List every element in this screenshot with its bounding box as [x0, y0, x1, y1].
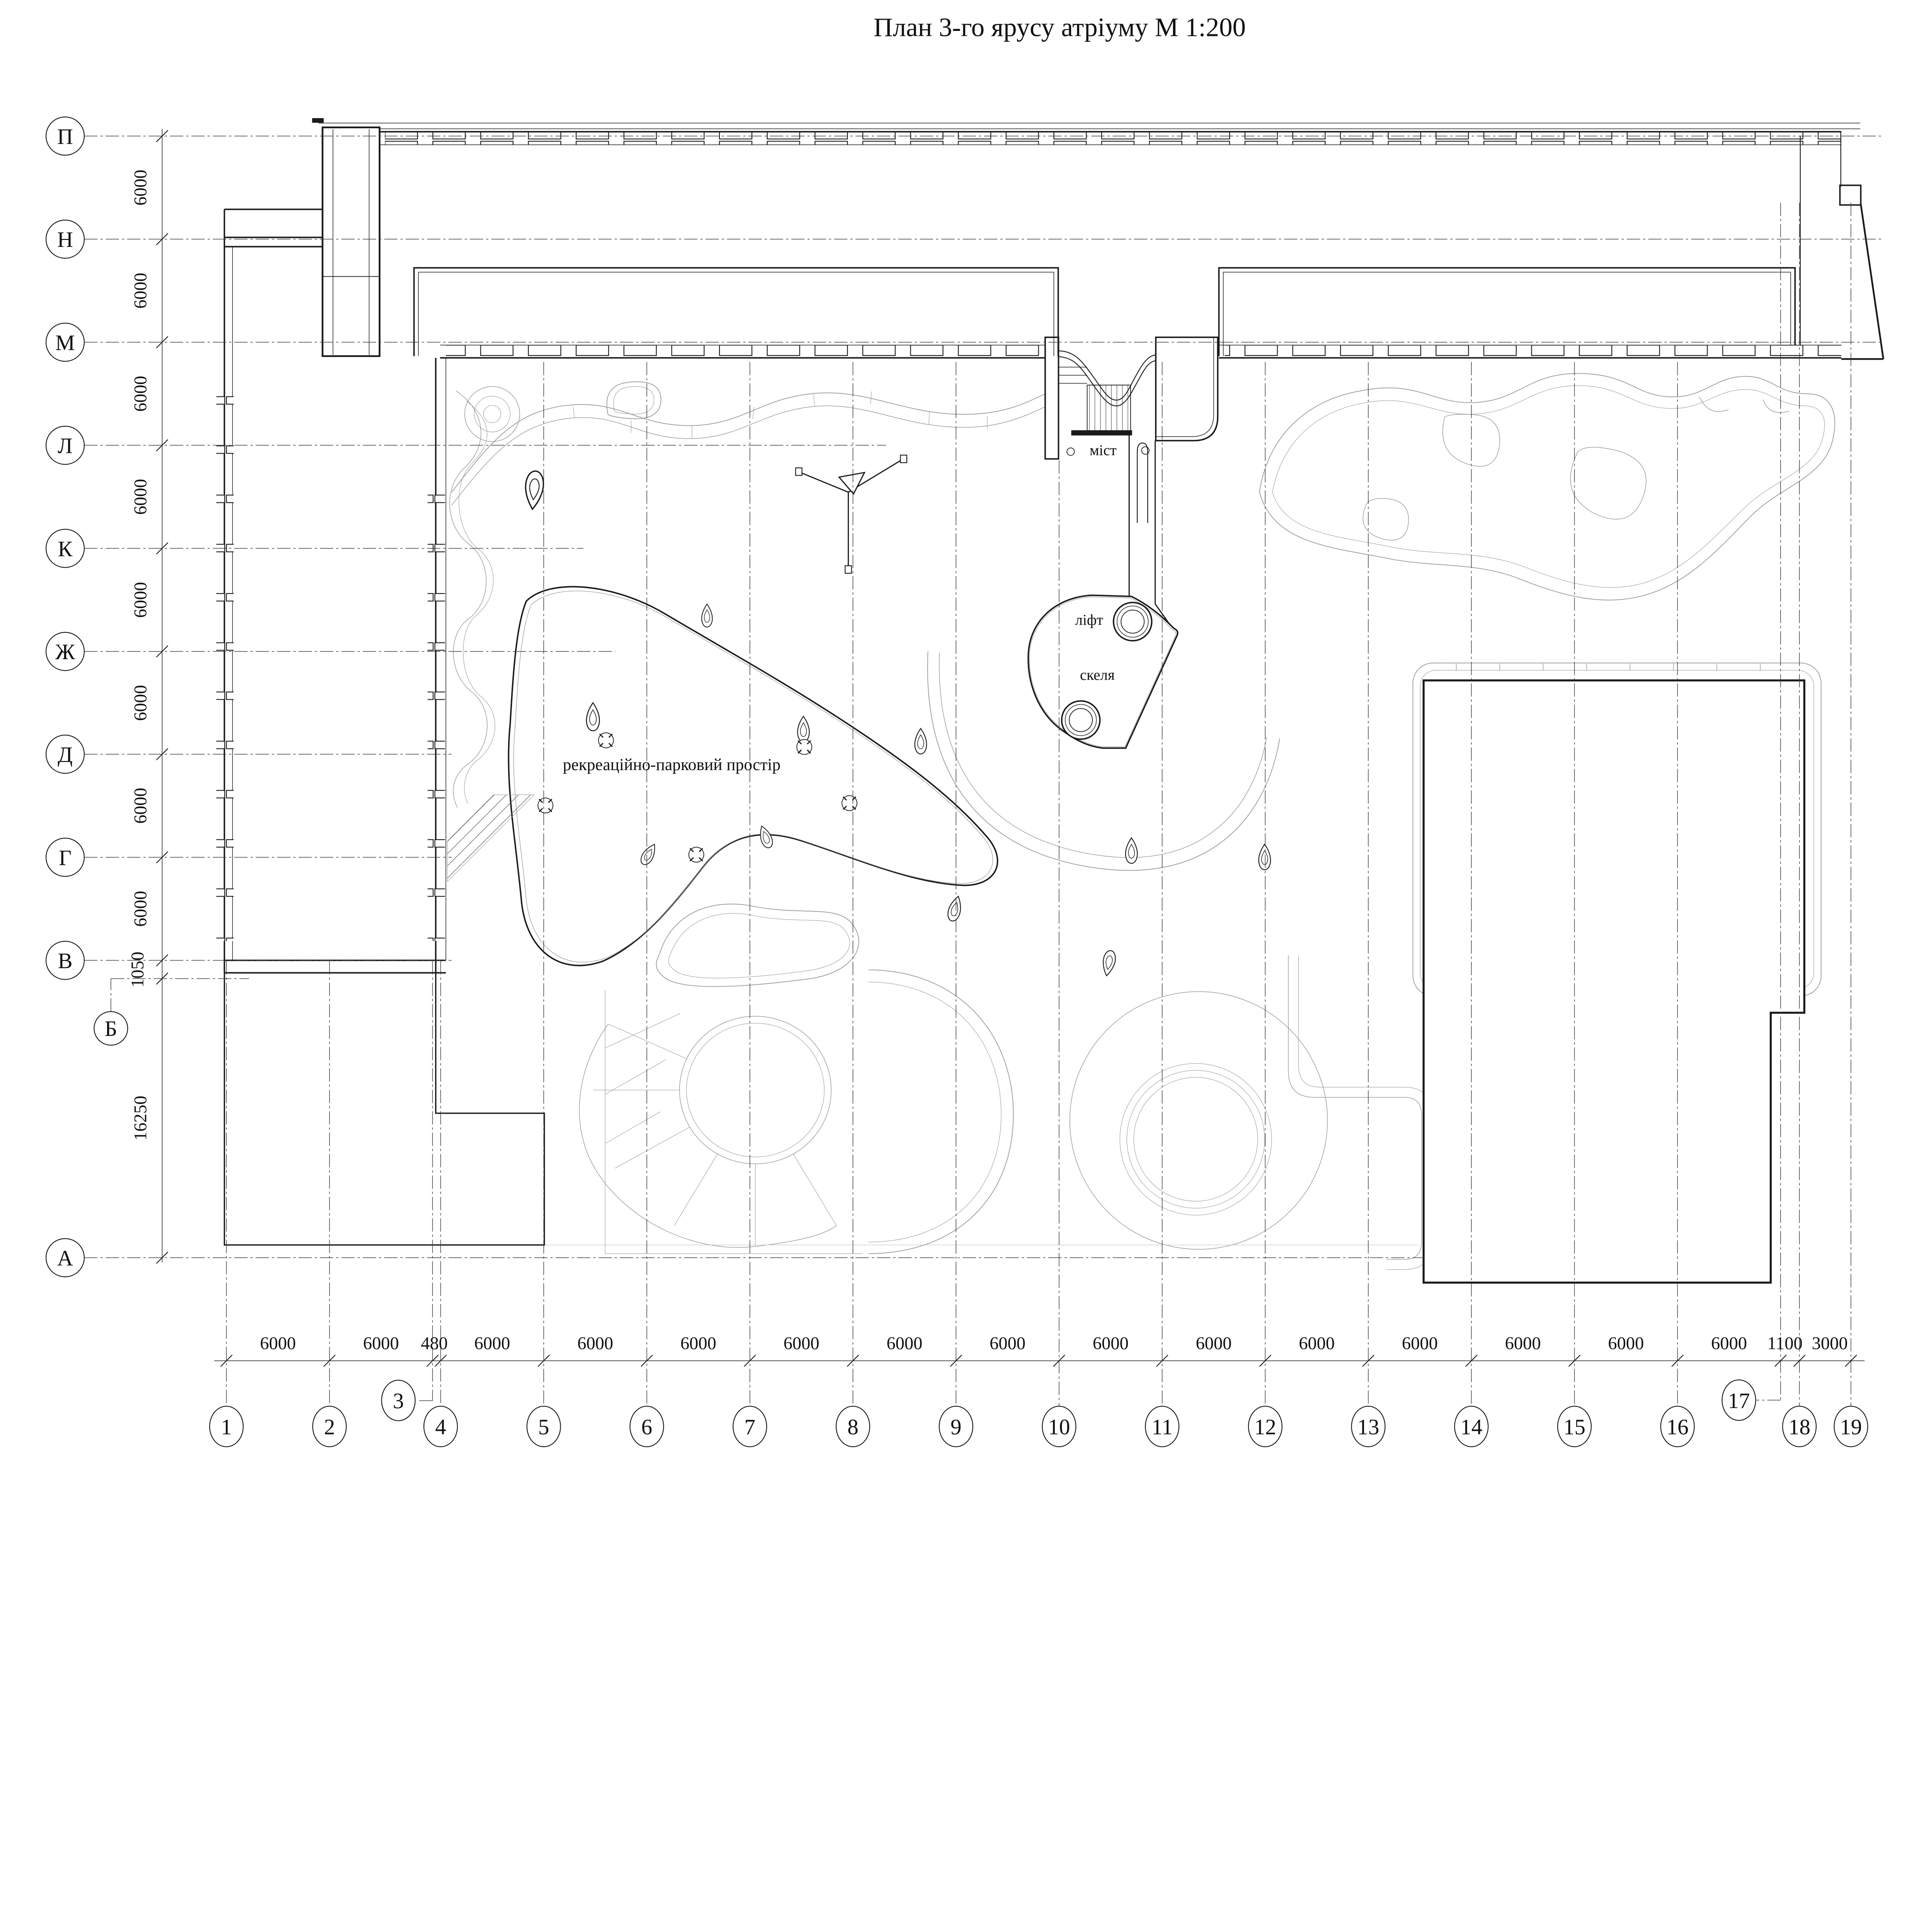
row-axis-label: П: [57, 124, 73, 149]
col-axis-label: 18: [1788, 1415, 1810, 1439]
col-dim-value: 6000: [1299, 1334, 1335, 1354]
col-axis-bubbles: 1 2 3 4 5 6 7 8 9 10 11 12 13 14 15 16 1…: [209, 1379, 1868, 1447]
floor-plan-canvas: 6000 6000 6000 6000 6000 6000 6000 6000 …: [46, 12, 1884, 1447]
row-dim-value: 6000: [131, 273, 150, 309]
col-axis-label: 17: [1728, 1389, 1750, 1413]
col-dim-value: 6000: [1711, 1334, 1747, 1354]
row-axis-label: Ж: [55, 640, 75, 664]
col-axis-label: 9: [951, 1415, 961, 1439]
row-axis-label: Г: [59, 846, 71, 870]
col-axis-label: 8: [847, 1415, 858, 1439]
bridge-junction: [1044, 337, 1219, 632]
survey-markers: [537, 446, 1150, 863]
row-axis-label: Л: [58, 434, 73, 458]
row-dim-value: 6000: [131, 479, 150, 515]
col-axis-label: 16: [1667, 1415, 1689, 1439]
grid-axis-lines: [84, 136, 1882, 1407]
circular-ramp: [1069, 955, 1432, 1270]
tripod-structure: [795, 454, 907, 574]
row-axis-label: К: [58, 537, 73, 561]
row-axis-label: Д: [58, 743, 73, 767]
fan-stair: [579, 990, 863, 1254]
dimension-lines: 6000 6000 6000 6000 6000 6000 6000 6000 …: [128, 129, 1865, 1367]
col-dim-value: 6000: [577, 1334, 613, 1354]
col-dim-value: 6000: [680, 1334, 716, 1354]
col-dim-value: 6000: [1093, 1334, 1129, 1354]
col-axis-label: 4: [435, 1415, 446, 1439]
row-dim-value: 16250: [131, 1096, 150, 1141]
col-axis-label: 6: [641, 1415, 652, 1439]
recreation-park-zone: [508, 586, 998, 966]
col-dim-value: 480: [421, 1334, 448, 1354]
tree-symbols: [523, 454, 1271, 978]
col-dim-value: 6000: [363, 1334, 399, 1354]
col-dim-value: 6000: [990, 1334, 1026, 1354]
col-dim-value: 6000: [1505, 1334, 1541, 1354]
row-axis-label: В: [58, 949, 73, 973]
bridge-label: міст: [1090, 442, 1117, 459]
park-label: рекреаційно-парковий простір: [563, 755, 781, 774]
col-axis-label: 2: [324, 1415, 335, 1439]
col-dim-value: 6000: [1608, 1334, 1644, 1354]
rock-label: скеля: [1080, 667, 1115, 683]
col-axis-label: 13: [1357, 1415, 1379, 1439]
col-axis-label: 19: [1840, 1415, 1862, 1439]
col-dim-value: 3000: [1812, 1334, 1848, 1354]
col-dim-value: 1100: [1767, 1334, 1803, 1354]
row-axis-label: Н: [57, 228, 73, 252]
park-path-network: [449, 373, 1835, 1270]
row-dim-value: 6000: [131, 891, 150, 927]
right-building: [1422, 679, 1806, 1284]
col-axis-label: 7: [744, 1415, 755, 1439]
row-dim-value: 6000: [131, 582, 150, 618]
drawing-title: План 3-го ярусу атріуму М 1:200: [874, 13, 1246, 42]
row-axis-label: Б: [105, 1017, 117, 1041]
col-axis-label: 12: [1254, 1415, 1276, 1439]
col-dim-value: 6000: [784, 1334, 820, 1354]
rock-elevator: [1027, 594, 1179, 749]
top-gallery-building: [312, 118, 1884, 360]
row-dim-value: 6000: [131, 788, 150, 824]
lower-left-building: [224, 973, 545, 1246]
col-dim-value: 6000: [474, 1334, 510, 1354]
drawing-sheet: 6000 6000 6000 6000 6000 6000 6000 6000 …: [46, 12, 1884, 1447]
col-axis-label: 3: [393, 1389, 404, 1413]
elevator-label: ліфт: [1075, 612, 1104, 628]
col-axis-label: 10: [1048, 1415, 1070, 1439]
col-axis-label: 15: [1563, 1415, 1585, 1439]
row-dim-value: 1050: [128, 952, 148, 988]
row-dim-value: 6000: [131, 170, 150, 206]
col-dim-value: 6000: [1196, 1334, 1232, 1354]
row-axis-bubbles: П Н М Л К Ж Д Г В Б А: [46, 116, 128, 1277]
col-axis-label: 14: [1460, 1415, 1482, 1439]
col-dim-value: 6000: [886, 1334, 922, 1354]
row-dim-value: 6000: [131, 685, 150, 721]
col-dim-value: 6000: [1402, 1334, 1438, 1354]
col-axis-label: 1: [221, 1415, 232, 1439]
col-dim-value: 6000: [260, 1334, 296, 1354]
col-axis-label: 11: [1151, 1415, 1173, 1439]
row-dim-value: 6000: [131, 376, 150, 412]
row-axis-label: М: [55, 331, 75, 355]
west-strip-building: [216, 208, 535, 974]
row-axis-label: А: [57, 1246, 73, 1270]
col-axis-label: 5: [538, 1415, 549, 1439]
